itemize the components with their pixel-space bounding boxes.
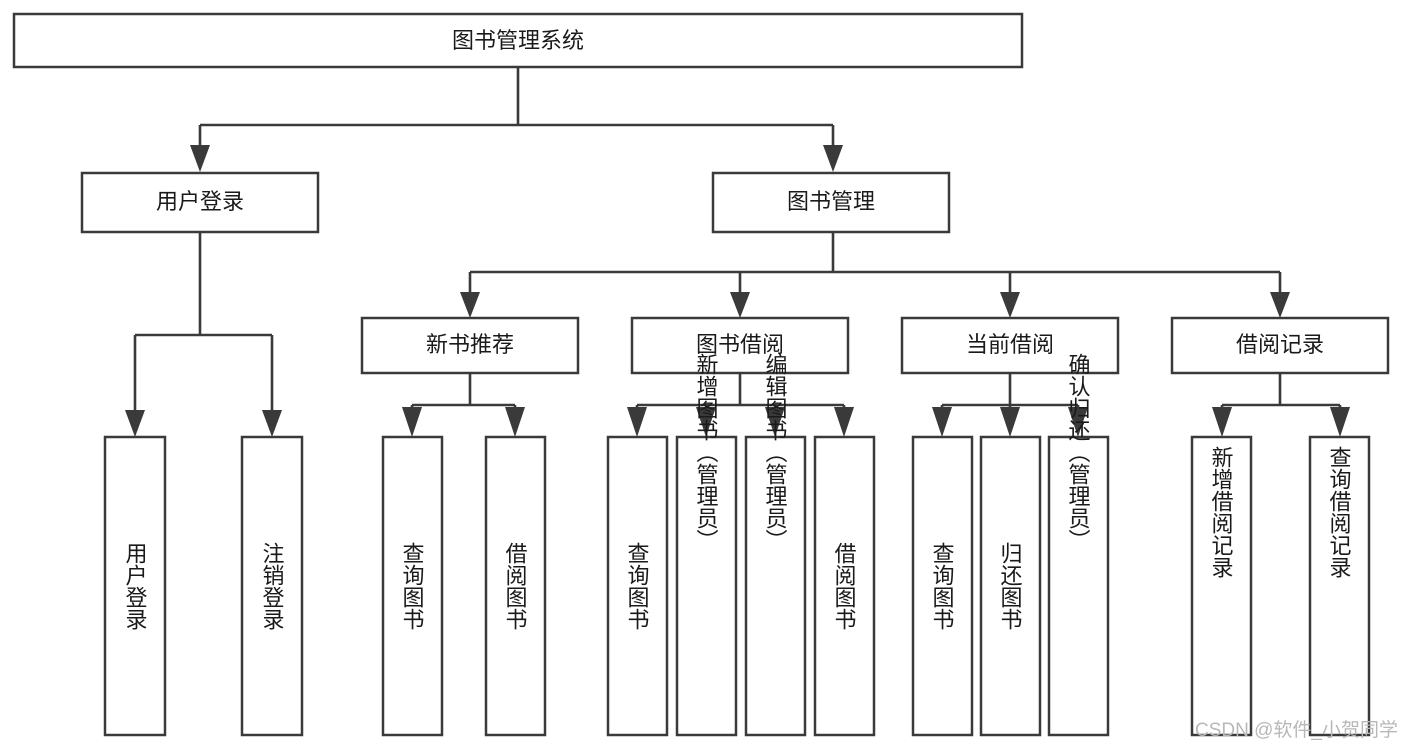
arrow-to-leaf-logout [262,410,282,437]
arrow-to-current-borrow [1000,292,1020,318]
node-current-borrow-label: 当前借阅 [966,332,1054,357]
node-leaf-query-book-2-box[interactable] [606,435,669,737]
node-leaf-add-book[interactable]: 新增图书（管理员） [675,353,738,737]
node-leaf-return-book[interactable]: 归还图书 [979,435,1042,737]
node-book-borrow[interactable]: 图书借阅 [630,316,850,375]
arrow-to-book-borrow [730,292,750,318]
node-root[interactable]: 图书管理系统 [12,12,1024,69]
node-book-mgmt-label: 图书管理 [787,189,875,214]
arrow-to-user-login [190,145,210,172]
node-leaf-confirm-return-label: 确认归还（管理员） [1066,353,1091,551]
node-leaf-return-book-label: 归还图书 [998,542,1023,630]
node-borrow-record[interactable]: 借阅记录 [1170,316,1390,375]
arrow-to-leaf-confirm-return [1068,407,1088,437]
arrow-to-borrow-record [1270,292,1290,318]
node-leaf-edit-book-label: 编辑图书（管理员） [763,353,788,551]
node-leaf-borrow-book-2[interactable]: 借阅图书 [813,435,876,737]
node-leaf-query-book-1-box[interactable] [381,435,444,737]
arrow-to-leaf-user-login [125,410,145,437]
node-leaf-borrow-book-2-label: 借阅图书 [832,542,857,630]
node-leaf-query-book-1-label: 查询图书 [400,542,425,630]
node-leaf-query-record-label: 查询借阅记录 [1327,446,1352,578]
arrow-to-leaf-borrow-book-1 [505,407,525,437]
node-leaf-confirm-return[interactable]: 确认归还（管理员） [1047,353,1110,737]
node-leaf-logout-box[interactable] [240,435,304,737]
node-current-borrow-box[interactable] [900,316,1120,375]
node-leaf-user-login-label: 用户登录 [123,542,148,630]
node-book-borrow-box[interactable] [630,316,850,375]
csdn-watermark: CSDN @软件_小贺同学 [1195,719,1398,741]
node-root-label: 图书管理系统 [452,28,584,53]
node-leaf-query-book-2-label: 查询图书 [625,542,650,630]
node-user-login-box[interactable] [80,171,320,234]
node-leaf-query-book-2[interactable]: 查询图书 [606,435,669,737]
arrow-to-leaf-borrow-book-2 [834,407,854,437]
node-leaf-logout-label: 注销登录 [260,542,285,630]
arrow-to-leaf-edit-book [765,407,785,437]
node-book-mgmt[interactable]: 图书管理 [711,171,951,234]
node-new-book-rec-label: 新书推荐 [426,332,514,357]
node-borrow-record-label: 借阅记录 [1236,332,1324,357]
node-new-book-rec-box[interactable] [360,316,580,375]
node-leaf-edit-book[interactable]: 编辑图书（管理员） [744,353,807,737]
node-leaf-borrow-book-2-box[interactable] [813,435,876,737]
arrow-to-leaf-add-record [1212,407,1232,437]
arrow-to-leaf-query-record [1330,407,1350,437]
arrow-to-leaf-query-book-1 [402,407,422,437]
node-root-box[interactable] [12,12,1024,69]
node-book-borrow-label: 图书借阅 [696,332,784,357]
arrow-to-leaf-query-book-2 [627,407,647,437]
node-leaf-return-book-box[interactable] [979,435,1042,737]
node-leaf-add-book-box[interactable] [675,435,738,737]
arrow-to-leaf-query-book-3 [932,407,952,437]
node-leaf-user-login[interactable]: 用户登录 [103,435,167,737]
node-borrow-record-box[interactable] [1170,316,1390,375]
node-leaf-query-book-3-label: 查询图书 [930,542,955,630]
connector-layer [125,67,1350,437]
arrow-to-leaf-return-book [1000,407,1020,437]
node-leaf-logout[interactable]: 注销登录 [240,435,304,737]
node-book-mgmt-box[interactable] [711,171,951,234]
node-leaf-borrow-book-1[interactable]: 借阅图书 [484,435,547,737]
arrow-to-book-mgmt [823,145,843,172]
node-leaf-query-book-3-box[interactable] [911,435,974,737]
node-user-login[interactable]: 用户登录 [80,171,320,234]
node-leaf-query-record-box[interactable] [1308,435,1371,737]
node-current-borrow[interactable]: 当前借阅 [900,316,1120,375]
node-leaf-add-record-label: 新增借阅记录 [1209,446,1234,578]
node-leaf-confirm-return-box[interactable] [1047,435,1110,737]
node-leaf-borrow-book-1-box[interactable] [484,435,547,737]
node-leaf-add-record-box[interactable] [1190,435,1253,737]
node-leaf-query-record[interactable]: 查询借阅记录 [1308,435,1371,737]
node-leaf-query-book-1[interactable]: 查询图书 [381,435,444,737]
node-leaf-query-book-3[interactable]: 查询图书 [911,435,974,737]
arrow-to-leaf-add-book [696,407,716,437]
node-leaf-add-record[interactable]: 新增借阅记录 [1190,435,1253,737]
node-leaf-borrow-book-1-label: 借阅图书 [503,542,528,630]
node-leaf-edit-book-box[interactable] [744,435,807,737]
node-leaf-add-book-label: 新增图书（管理员） [694,353,719,551]
node-new-book-rec[interactable]: 新书推荐 [360,316,580,375]
node-leaf-user-login-box[interactable] [103,435,167,737]
arrow-to-new-book-rec [460,292,480,318]
node-user-login-label: 用户登录 [156,189,244,214]
